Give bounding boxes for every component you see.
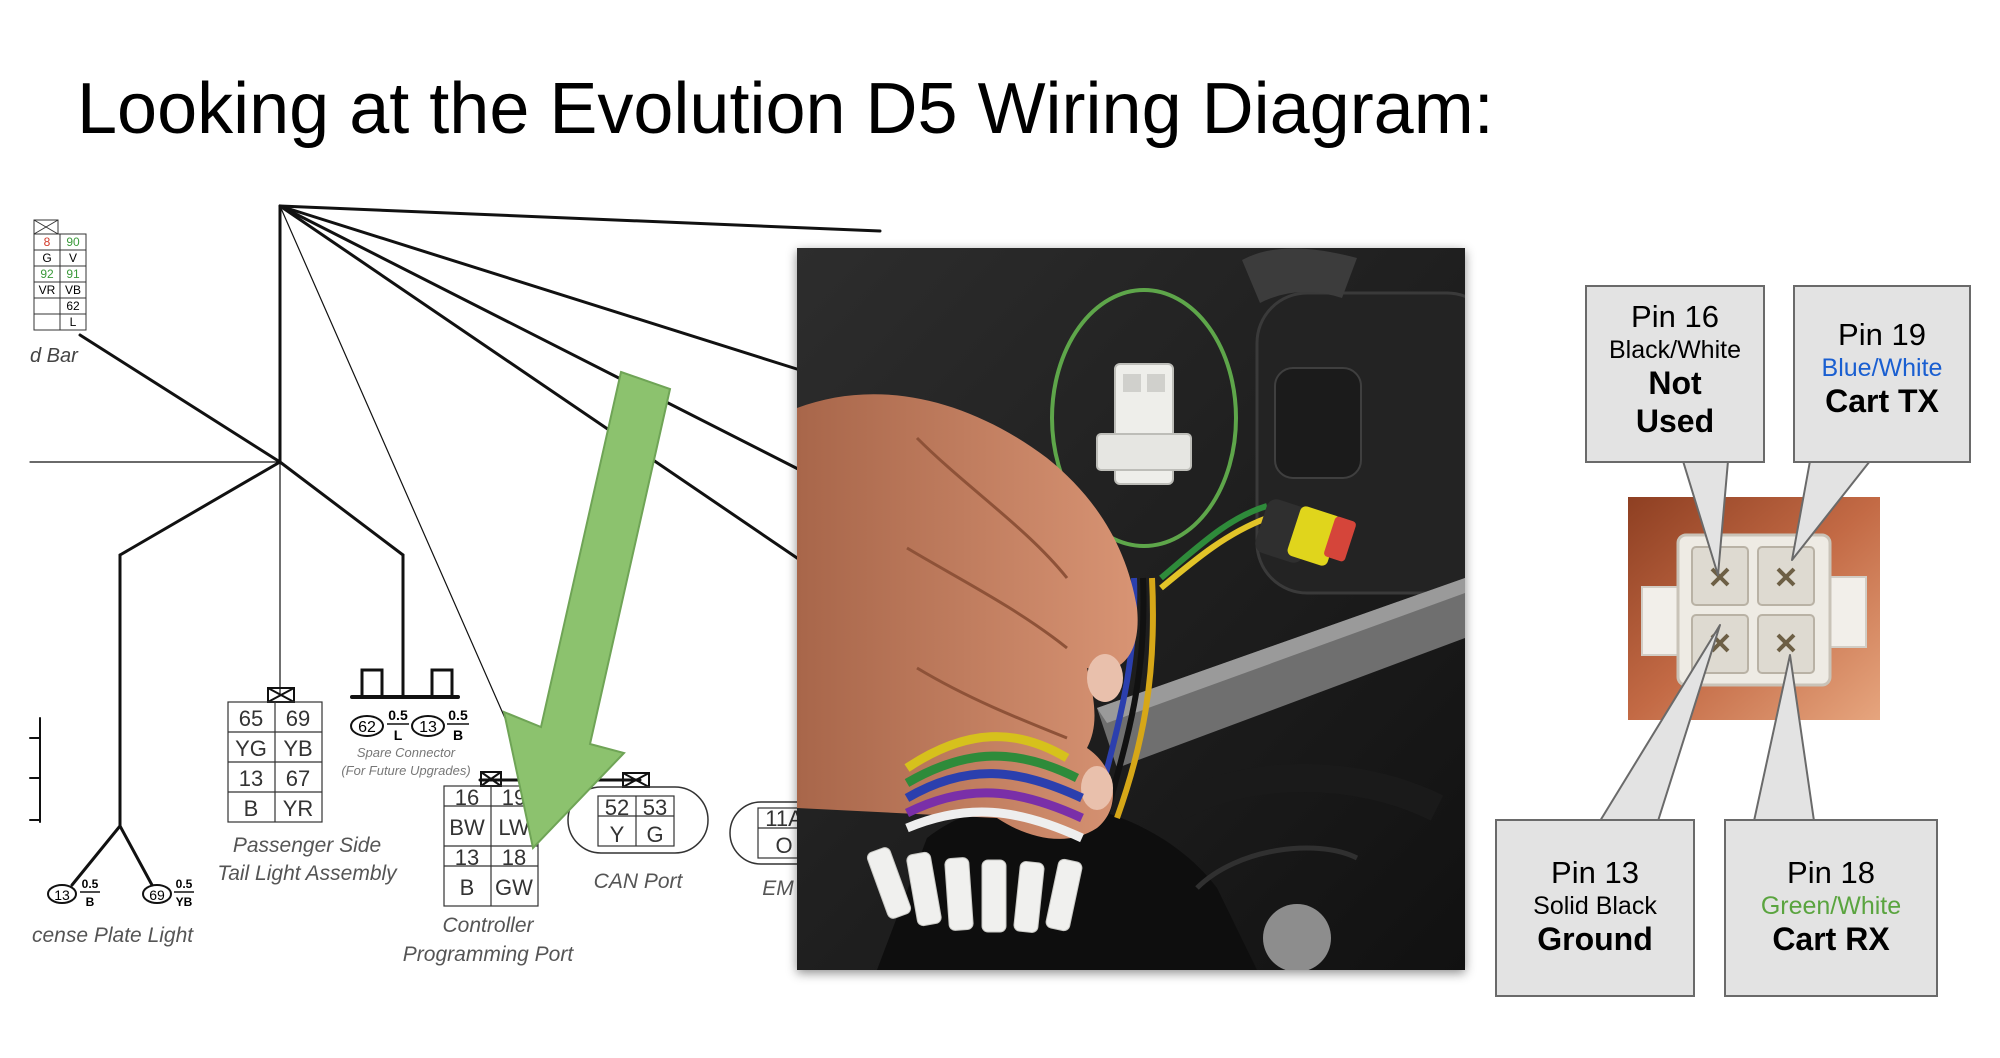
pin19-number: Pin 19 bbox=[1838, 317, 1926, 352]
spare-label-1: Spare Connector bbox=[357, 745, 456, 760]
license-size-a: 0.5 bbox=[82, 877, 99, 891]
spare-color-b: B bbox=[453, 727, 463, 743]
license-color-a: B bbox=[86, 895, 95, 909]
grid-cell: 90 bbox=[66, 235, 80, 249]
controller-cell: 13 bbox=[455, 845, 479, 870]
controller-cell: 16 bbox=[455, 785, 479, 810]
controller-label-1: Controller bbox=[442, 914, 534, 937]
license-size-b: 0.5 bbox=[176, 877, 193, 891]
callout-pin19: Pin 19 Blue/White Cart TX bbox=[1793, 285, 1971, 463]
grid-cell: V bbox=[69, 251, 77, 265]
can-port-label: CAN Port bbox=[594, 870, 684, 893]
spare-pin-a: 62 bbox=[358, 719, 376, 736]
spare-color-a: L bbox=[394, 727, 403, 743]
controller-cell: BW bbox=[449, 815, 485, 840]
grid-cell: 91 bbox=[66, 267, 80, 281]
can-cell: Y bbox=[610, 822, 625, 847]
pin16-wire: Black/White bbox=[1609, 335, 1741, 364]
pin18-number: Pin 18 bbox=[1787, 855, 1875, 890]
spare-size-a: 0.5 bbox=[388, 707, 408, 723]
can-cell: 52 bbox=[605, 795, 629, 820]
em-cell: 11A bbox=[765, 806, 803, 831]
grid-cell: 92 bbox=[40, 267, 54, 281]
can-cell: 53 bbox=[643, 795, 667, 820]
pin16-function-2: Used bbox=[1635, 402, 1715, 439]
passenger-cell: 67 bbox=[286, 766, 310, 791]
passenger-cell: 65 bbox=[239, 706, 263, 731]
passenger-cell: YG bbox=[235, 736, 267, 761]
passenger-label-1: Passenger Side bbox=[233, 834, 381, 857]
green-arrow bbox=[502, 370, 672, 851]
can-cell: G bbox=[646, 822, 663, 847]
callout-pin16: Pin 16 Black/White Not Used bbox=[1585, 285, 1765, 463]
controller-cell: B bbox=[460, 875, 475, 900]
pin13-wire: Solid Black bbox=[1533, 891, 1657, 920]
grid-cell: 62 bbox=[66, 299, 80, 313]
pin19-function: Cart TX bbox=[1825, 383, 1939, 420]
pin16-function-1: Not bbox=[1648, 365, 1702, 402]
grid-cell: VR bbox=[39, 283, 56, 297]
em-cell: O bbox=[775, 833, 792, 858]
passenger-cell: B bbox=[244, 796, 259, 821]
callout-pin13: Pin 13 Solid Black Ground bbox=[1495, 819, 1695, 997]
pin13-number: Pin 13 bbox=[1551, 855, 1639, 890]
controller-cell: LW bbox=[498, 815, 530, 840]
passenger-cell: YR bbox=[283, 796, 314, 821]
controller-label-2: Programming Port bbox=[403, 943, 575, 966]
pin18-wire: Green/White bbox=[1760, 891, 1902, 920]
pin16-number: Pin 16 bbox=[1631, 299, 1719, 334]
passenger-cell: 13 bbox=[239, 766, 263, 791]
grid-cell: 8 bbox=[44, 235, 51, 249]
license-color-b: YB bbox=[176, 895, 193, 909]
pin13-function: Ground bbox=[1537, 921, 1653, 958]
passenger-cell: 69 bbox=[286, 706, 310, 731]
grid-cell: G bbox=[42, 251, 51, 265]
spare-size-b: 0.5 bbox=[448, 707, 468, 723]
head-bar-label: d Bar bbox=[30, 345, 79, 367]
connector-photo bbox=[797, 248, 1465, 970]
passenger-label-2: Tail Light Assembly bbox=[217, 862, 398, 885]
em-label: EM bbox=[762, 877, 794, 900]
pin19-wire: Blue/White bbox=[1821, 353, 1943, 382]
grid-cell: VB bbox=[65, 283, 81, 297]
callout-pin18: Pin 18 Green/White Cart RX bbox=[1724, 819, 1938, 997]
grid-cell: L bbox=[70, 315, 77, 329]
license-plate-label: cense Plate Light bbox=[32, 924, 194, 947]
connector-closeup-photo bbox=[1628, 497, 1880, 720]
controller-cell: 18 bbox=[502, 845, 526, 870]
slide-title: Looking at the Evolution D5 Wiring Diagr… bbox=[77, 69, 1494, 149]
spare-label-2: (For Future Upgrades) bbox=[341, 763, 470, 778]
passenger-cell: YB bbox=[283, 736, 312, 761]
controller-cell: GW bbox=[495, 875, 533, 900]
license-pin-b: 69 bbox=[149, 887, 165, 903]
license-pin-a: 13 bbox=[54, 887, 70, 903]
pin18-function: Cart RX bbox=[1772, 921, 1890, 958]
spare-pin-b: 13 bbox=[419, 719, 437, 736]
